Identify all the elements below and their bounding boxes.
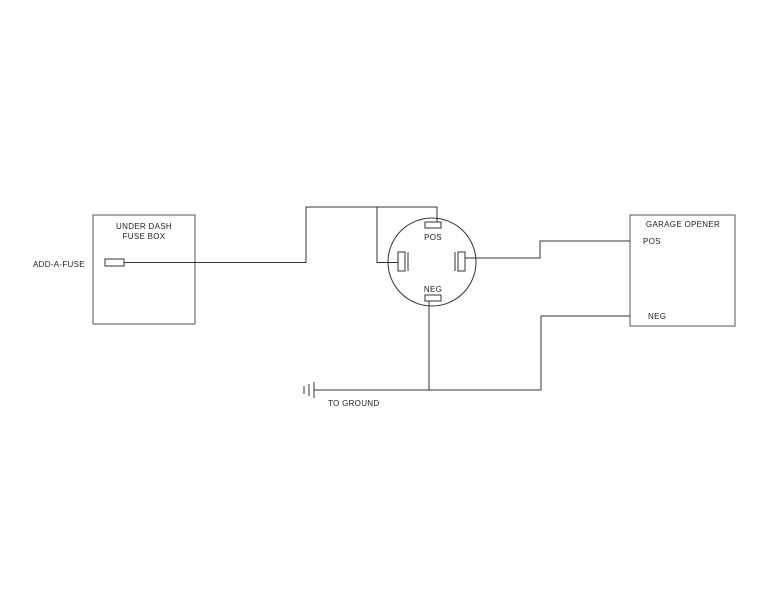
connector-left-terminal xyxy=(397,251,406,272)
fuse-box xyxy=(92,214,196,325)
connector-neg-terminal xyxy=(424,294,442,302)
ground-label: TO GROUND xyxy=(328,399,379,408)
round-connector xyxy=(387,217,477,307)
garage-opener-title: GARAGE OPENER xyxy=(646,220,720,229)
fuse-wire xyxy=(124,206,438,263)
garage-opener-box xyxy=(629,214,736,327)
fuse-box-title-line2: FUSE BOX xyxy=(123,232,166,241)
fuse-box-title-line1: UNDER DASH xyxy=(116,222,172,231)
garage-opener-neg-label: NEG xyxy=(648,312,666,321)
garage-opener-pos-label: POS xyxy=(643,237,661,246)
connector-pos-label: POS xyxy=(424,233,442,242)
fuse-jumper-wire xyxy=(376,207,398,263)
ground-icon xyxy=(303,382,315,398)
opener-neg-wire xyxy=(314,315,630,391)
add-a-fuse-label: ADD-A-FUSE xyxy=(33,260,85,269)
connector-pos-terminal xyxy=(424,221,442,229)
connector-right-terminal xyxy=(457,251,466,272)
connector-neg-label: NEG xyxy=(424,285,442,294)
opener-pos-wire xyxy=(465,240,630,259)
add-a-fuse-icon xyxy=(104,258,125,267)
